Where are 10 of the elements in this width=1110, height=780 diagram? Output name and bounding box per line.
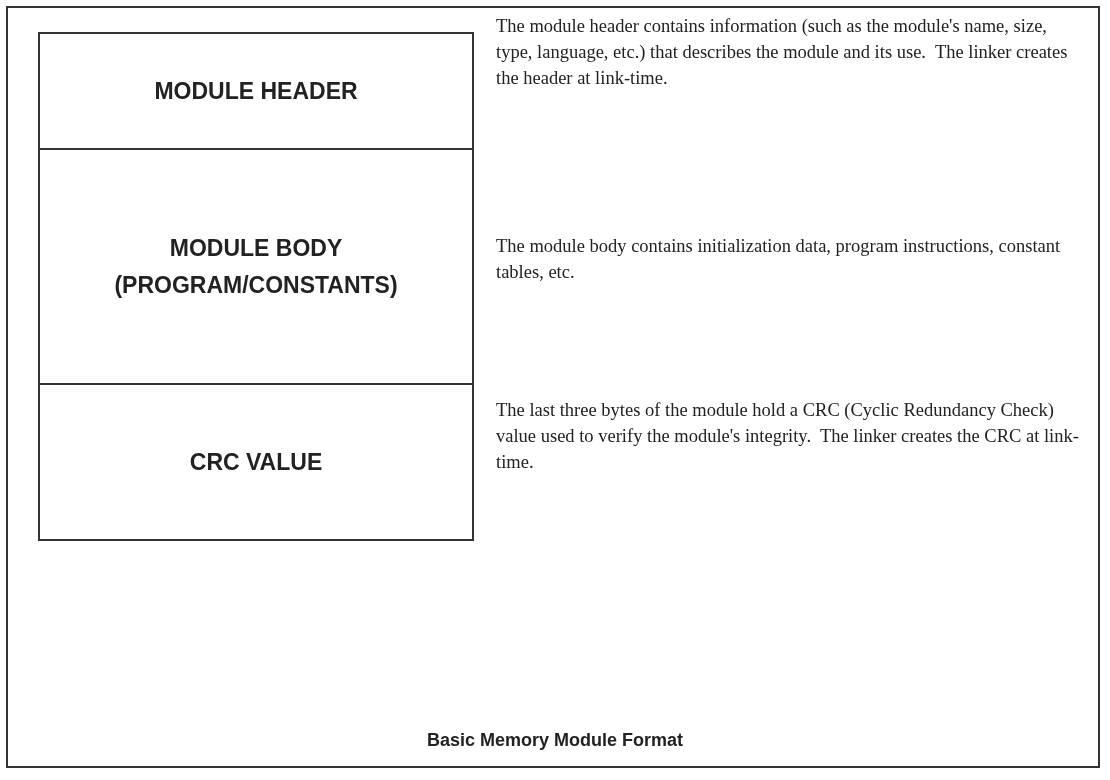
section-label: MODULE BODY (PROGRAM/CONSTANTS) bbox=[113, 233, 399, 300]
description-text: The last three bytes of the module hold a CRC (Cyclic Redundancy Check) value used to verify the module's integrity. The linker creates the CRC at link-time. bbox=[496, 399, 1080, 474]
description-text: The module header contains information (such as the module's name, size, type, language, etc.) that describes the module and its use. The linker creates the header at link-time. bbox=[496, 15, 1069, 90]
memory-section-box bbox=[38, 383, 474, 541]
section-label: CRC VALUE bbox=[189, 447, 323, 477]
description-text: The module body contains initialization data, program instructions, constant tables, etc. bbox=[496, 235, 1062, 284]
memory-section-box bbox=[38, 32, 474, 150]
figure-caption: Basic Memory Module Format bbox=[426, 730, 684, 751]
memory-section-box bbox=[38, 148, 474, 385]
section-label: MODULE HEADER bbox=[154, 76, 358, 106]
